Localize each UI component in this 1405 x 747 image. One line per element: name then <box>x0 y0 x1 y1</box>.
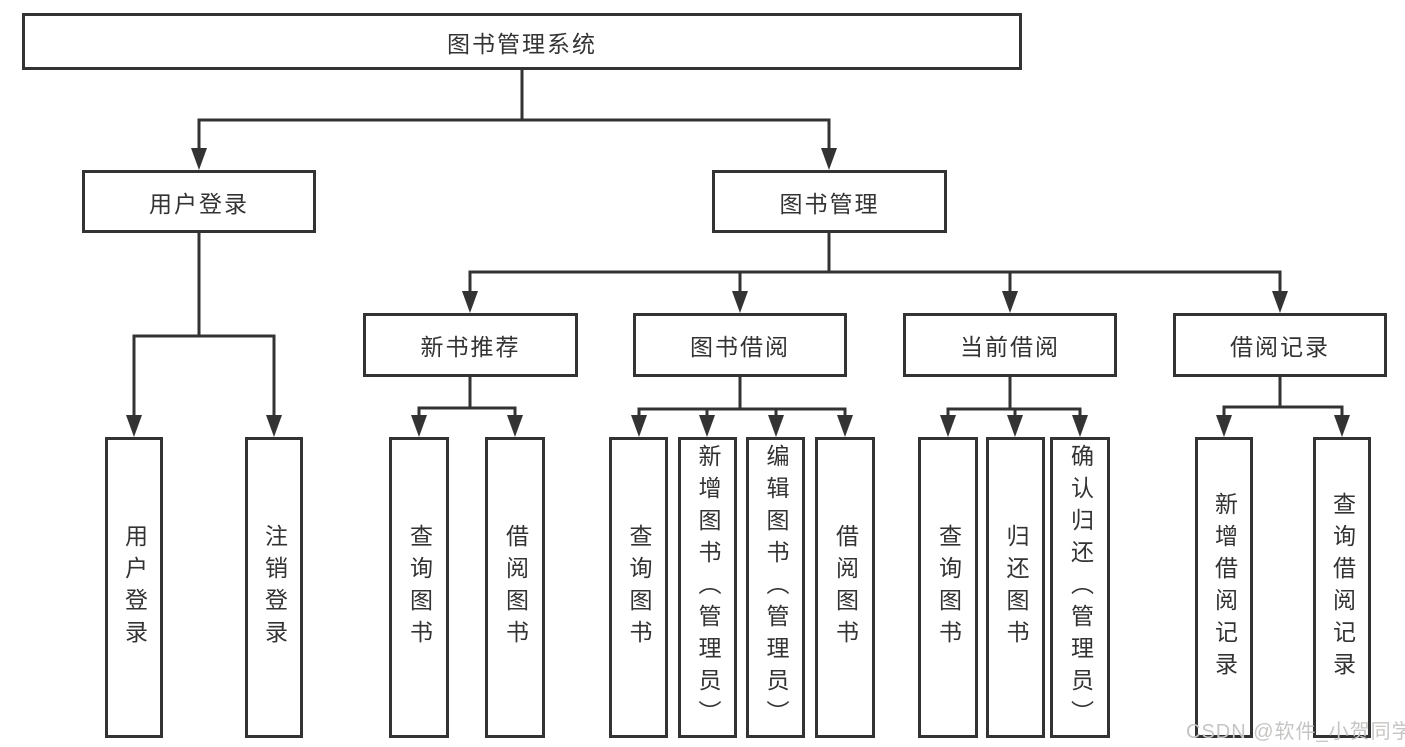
node-leaf-query-books-1: 查询图书 <box>389 437 449 738</box>
connector <box>1216 375 1350 437</box>
connector <box>126 231 282 437</box>
connector <box>191 68 837 170</box>
node-book-management: 图书管理 <box>712 170 947 233</box>
node-leaf-borrow-books-1: 借阅图书 <box>485 437 545 738</box>
node-user-login: 用户登录 <box>82 170 316 233</box>
node-leaf-logout-login: 注销登录 <box>245 437 303 738</box>
arrowhead-icon <box>732 291 748 313</box>
arrowhead-icon <box>1216 415 1232 437</box>
csdn-watermark: CSDN @软件_小贺同学 <box>1186 721 1405 743</box>
arrowhead-icon <box>699 415 715 437</box>
arrowhead-icon <box>191 148 207 170</box>
arrowhead-icon <box>507 415 523 437</box>
arrowhead-icon <box>1072 415 1088 437</box>
node-leaf-return-books: 归还图书 <box>986 437 1045 738</box>
node-library-management-system: 图书管理系统 <box>22 13 1022 70</box>
node-leaf-add-books-admin: 新增图书（管理员） <box>678 437 737 738</box>
arrowhead-icon <box>266 415 282 437</box>
arrowhead-icon <box>126 415 142 437</box>
node-leaf-borrow-books-2: 借阅图书 <box>815 437 875 738</box>
arrowhead-icon <box>837 415 853 437</box>
node-leaf-query-books-3: 查询图书 <box>918 437 978 738</box>
node-leaf-add-borrow-record: 新增借阅记录 <box>1195 437 1253 738</box>
node-borrowing-records: 借阅记录 <box>1173 313 1387 377</box>
arrowhead-icon <box>1272 291 1288 313</box>
arrowhead-icon <box>1334 415 1350 437</box>
node-book-borrowing: 图书借阅 <box>633 313 847 377</box>
arrowhead-icon <box>940 415 956 437</box>
node-current-borrowing: 当前借阅 <box>903 313 1117 377</box>
node-new-book-recommend: 新书推荐 <box>363 313 578 377</box>
node-leaf-edit-books-admin: 编辑图书（管理员） <box>746 437 805 738</box>
arrowhead-icon <box>1007 415 1023 437</box>
node-leaf-query-books-2: 查询图书 <box>609 437 668 738</box>
connector <box>462 231 1288 313</box>
arrowhead-icon <box>411 415 427 437</box>
connector <box>940 375 1088 437</box>
arrowhead-icon <box>768 415 784 437</box>
node-leaf-confirm-return-admin: 确认归还（管理员） <box>1050 437 1110 738</box>
node-leaf-user-login: 用户登录 <box>105 437 163 738</box>
connector <box>411 375 523 437</box>
node-leaf-query-borrow-record: 查询借阅记录 <box>1313 437 1371 738</box>
arrowhead-icon <box>821 148 837 170</box>
arrowhead-icon <box>462 291 478 313</box>
arrowhead-icon <box>1002 291 1018 313</box>
arrowhead-icon <box>631 415 647 437</box>
connector <box>631 375 853 437</box>
